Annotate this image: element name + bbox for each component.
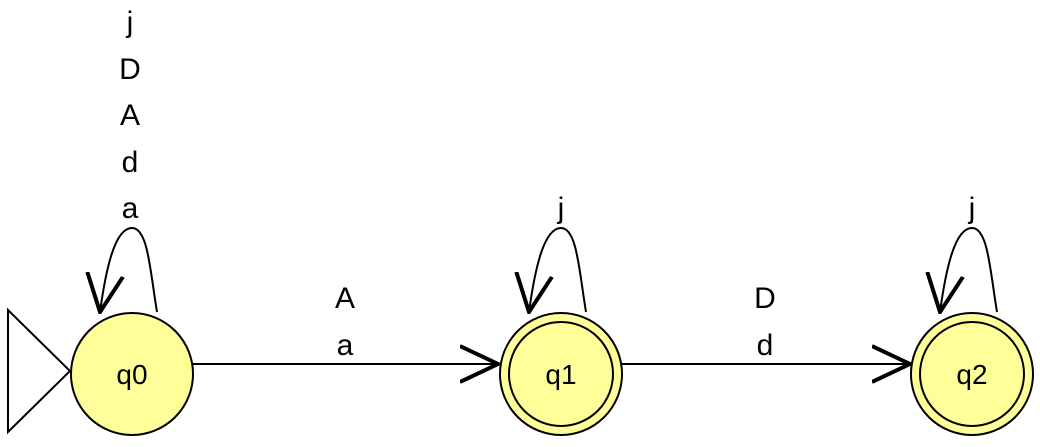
state-circle — [499, 312, 623, 436]
state-circle — [70, 312, 194, 436]
initial-state-arrow — [7, 307, 72, 435]
state-label: q2 — [956, 359, 987, 390]
state-label: q1 — [545, 359, 576, 390]
q1-q2-label-d: d — [757, 329, 774, 362]
accepting-ring — [919, 321, 1025, 427]
state-circle — [910, 312, 1034, 436]
accepting-ring — [508, 321, 614, 427]
q0-loop-label-a: a — [122, 192, 139, 225]
q0-loop-label-D: D — [119, 53, 141, 86]
q1-q2-label-D: D — [754, 282, 776, 315]
q0-loop-label-d: d — [122, 146, 139, 179]
self-loop-q2 — [940, 226, 998, 312]
q0-loop-label-A: A — [120, 99, 140, 132]
state-q1[interactable]: q1 — [499, 312, 623, 436]
q2-loop-label-j: j — [968, 192, 976, 225]
q1-loop-label-j: j — [557, 192, 565, 225]
q0-loop-label-j: j — [126, 6, 134, 39]
self-loop-q1 — [529, 226, 587, 312]
state-q2[interactable]: q2 — [910, 312, 1034, 436]
q0-q1-label-A: A — [335, 282, 355, 315]
q0-q1-label-a: a — [337, 329, 354, 362]
state-q0[interactable]: q0 — [70, 312, 194, 436]
state-label: q0 — [116, 359, 147, 390]
self-loop-q0 — [100, 226, 158, 312]
